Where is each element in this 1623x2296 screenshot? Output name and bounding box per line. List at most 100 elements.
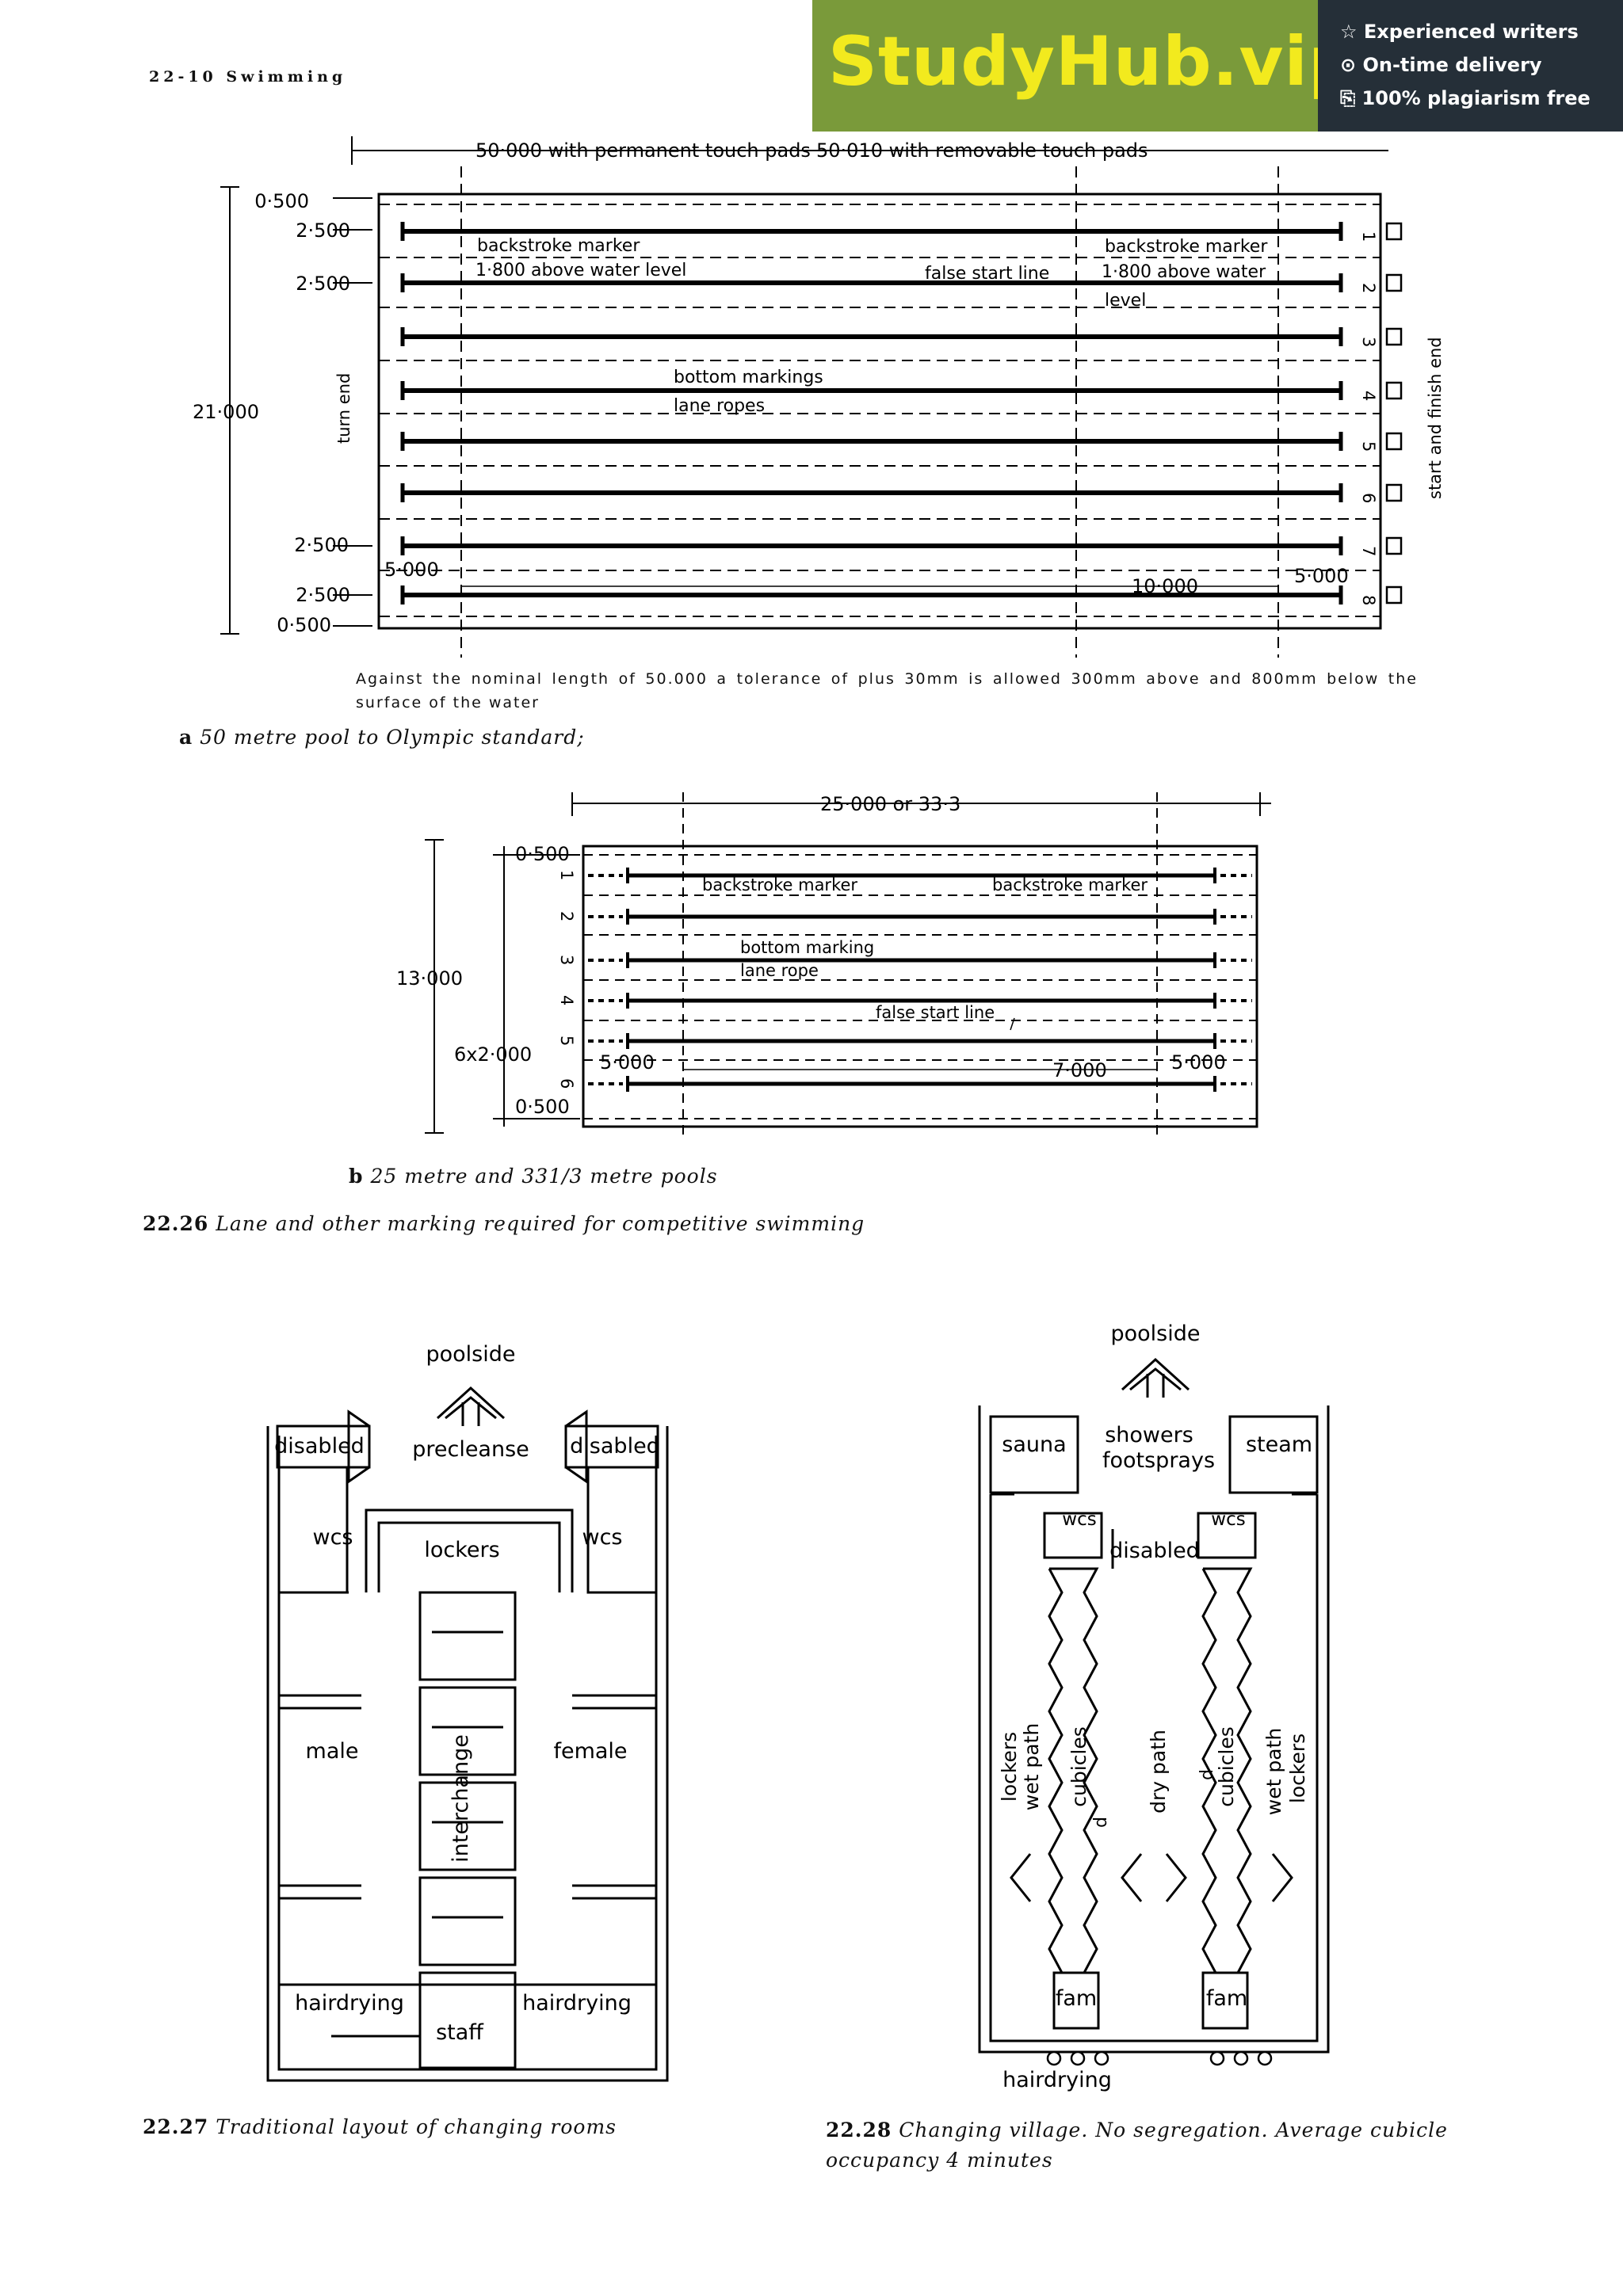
lane-b-1: 1 — [557, 870, 576, 880]
lane-number-2: 2 — [1359, 283, 1378, 293]
lane-number-3: 3 — [1359, 337, 1378, 347]
cubicles-left-label: cubicles — [1067, 1726, 1090, 1807]
flow-arrows-icon — [1010, 1853, 1293, 1902]
olympic-pool-diagram: 50·000 with permanent touch pads 50·010 … — [193, 136, 1445, 658]
interchange-label: interchange — [449, 1734, 473, 1863]
pool-outline-a — [377, 193, 1382, 630]
dim-13000: 13·000 — [396, 967, 463, 990]
page-header: 22-10 Swimming — [149, 68, 347, 86]
dim-left-0500-bottom: 0·500 — [277, 614, 331, 636]
banner-point-delivery: ⊙ On-time delivery — [1340, 54, 1542, 76]
caption-22-28: 22.28 Changing village. No segregation. … — [826, 2115, 1448, 2176]
steam-label: steam — [1246, 1432, 1312, 1457]
dim-left-2500-c: 2·500 — [294, 534, 349, 556]
lane-rope-label: lane rope — [740, 961, 819, 980]
banner-brand-panel[interactable]: StudyHub.vip — [812, 0, 1358, 132]
banner-brand-logo[interactable]: StudyHub.vip — [828, 22, 1358, 101]
lane-b-6: 6 — [557, 1078, 576, 1089]
dim-7000-b: 7·000 — [1052, 1059, 1107, 1081]
caption-num-22-27: 22.27 — [143, 2115, 209, 2138]
caption-fig-a: a 50 metre pool to Olympic standard; — [179, 726, 585, 749]
disabled-right-label: disabled — [570, 1434, 660, 1459]
female-label: female — [553, 1739, 627, 1764]
caption-fig-b: b 25 metre and 331/3 metre pools — [349, 1165, 718, 1188]
cubicle-column-right — [1201, 1567, 1253, 2030]
lane-number-5: 5 — [1359, 441, 1378, 452]
lockers-left-label: lockers — [998, 1732, 1021, 1802]
false-start-line-b: false start line — [876, 1003, 995, 1022]
backstroke-marker-left: backstroke marker — [477, 236, 640, 256]
height-left: 1·800 above water level — [475, 261, 686, 280]
studyhub-banner[interactable]: StudyHub.vip ☆ Experienced writers ⊙ On-… — [812, 0, 1623, 132]
poolside-arrow-icon-2228 — [1121, 1357, 1190, 1398]
backstroke-marker-b-right: backstroke marker — [992, 875, 1148, 894]
start-finish-end-label: start and finish end — [1426, 337, 1445, 499]
staff-label: staff — [436, 2020, 484, 2045]
bottom-markings-label: bottom markings — [674, 368, 823, 387]
showers-label: showers — [1105, 1423, 1193, 1447]
poolside-arrow-icon — [436, 1386, 506, 1426]
dim-5000-right-a: 5·000 — [1294, 565, 1349, 587]
lane-b-3: 3 — [557, 955, 576, 965]
dim-left-0500-top: 0·500 — [254, 190, 309, 212]
backstroke-marker-b-left: backstroke marker — [702, 875, 857, 894]
caption-num-22-28: 22.28 — [826, 2119, 892, 2142]
dim-10000-a: 10·000 — [1132, 575, 1198, 597]
lane-markings-b — [628, 873, 1215, 1086]
dim-bottom-0500-b: 0·500 — [515, 1096, 570, 1118]
male-label: male — [306, 1739, 359, 1764]
hairdrying-label-2228: hairdrying — [1002, 2068, 1112, 2092]
caption-text-22-27: Traditional layout of changing rooms — [216, 2115, 617, 2138]
bottom-marking-label: bottom marking — [740, 938, 874, 957]
lane-number-1: 1 — [1359, 231, 1378, 242]
turn-end-label: turn end — [334, 373, 353, 444]
lockers-label-2227: lockers — [424, 1538, 499, 1562]
dim-5000-left-a: 5·000 — [384, 559, 439, 581]
interchange-cubicles — [418, 1591, 517, 2069]
level-label: level — [1105, 291, 1146, 311]
caption-letter-b: b — [349, 1165, 364, 1188]
height-right: 1·800 above water — [1102, 262, 1266, 282]
precleanse-label: precleanse — [412, 1437, 529, 1462]
false-start-line-a: false start line — [925, 264, 1049, 284]
wcs-right-label: wcs — [582, 1525, 623, 1550]
dim-left-2500-a: 2·500 — [296, 219, 350, 242]
caption-22-26: 22.26 Lane and other marking required fo… — [143, 1212, 865, 1235]
wet-path-left-label: wet path — [1020, 1723, 1043, 1810]
caption-text-22-28-line2: occupancy 4 minutes — [826, 2149, 1053, 2172]
dim-25-or-33: 25·000 or 33·3 — [820, 793, 960, 815]
wcs-left-label: wcs — [313, 1525, 353, 1550]
poolside-label-2228: poolside — [1111, 1322, 1201, 1346]
disabled-label-2228: disabled — [1109, 1539, 1200, 1563]
short-pool-diagram: 25·000 or 33·3 0·500 13·000 6x2·000 0·50… — [396, 792, 1271, 1141]
wet-path-right-label: wet path — [1262, 1728, 1285, 1815]
dim-top-0500-b: 0·500 — [515, 843, 570, 865]
banner-point-writers: ☆ Experienced writers — [1340, 21, 1579, 43]
lane-number-6: 6 — [1359, 493, 1378, 503]
wcs-left-label-2228: wcs — [1062, 1509, 1096, 1530]
dim-left-21000: 21·000 — [193, 401, 259, 423]
dim-5000-right-b: 5·000 — [1171, 1051, 1226, 1074]
lockers-right-label: lockers — [1286, 1733, 1309, 1803]
fam-right-label: fam — [1206, 1986, 1247, 2011]
lane-markings-a — [403, 229, 1341, 597]
dim-permanent-pads: 50·000 with permanent touch pads — [475, 139, 811, 162]
changing-village-plan: poolside sauna showers footsprays steam … — [978, 1322, 1330, 2092]
caption-num-22-26: 22.26 — [143, 1212, 209, 1235]
caption-text-a: 50 metre pool to Olympic standard; — [200, 726, 585, 749]
lane-number-4: 4 — [1359, 391, 1378, 401]
lane-b-4: 4 — [557, 995, 576, 1005]
caption-text-22-28-line1: Changing village. No segregation. Averag… — [899, 2119, 1448, 2142]
footsprays-label: footsprays — [1102, 1448, 1215, 1473]
dim-5000-left-b: 5·000 — [600, 1051, 655, 1074]
starting-blocks-a — [1385, 222, 1403, 605]
banner-features-panel: ☆ Experienced writers ⊙ On-time delivery… — [1318, 0, 1623, 132]
caption-text-22-26: Lane and other marking required for comp… — [216, 1212, 865, 1235]
sauna-label: sauna — [1002, 1432, 1066, 1457]
cubicle-d-left: d — [1091, 1817, 1111, 1828]
traditional-changing-rooms-plan: poolside precleanse disabled disabled wc… — [266, 1342, 669, 2082]
lane-b-2: 2 — [557, 911, 576, 921]
dim-6x2000: 6x2·000 — [454, 1043, 532, 1066]
backstroke-marker-right: backstroke marker — [1105, 237, 1268, 257]
banner-point-plagiarism: ⎘ 100% plagiarism free — [1340, 87, 1591, 109]
